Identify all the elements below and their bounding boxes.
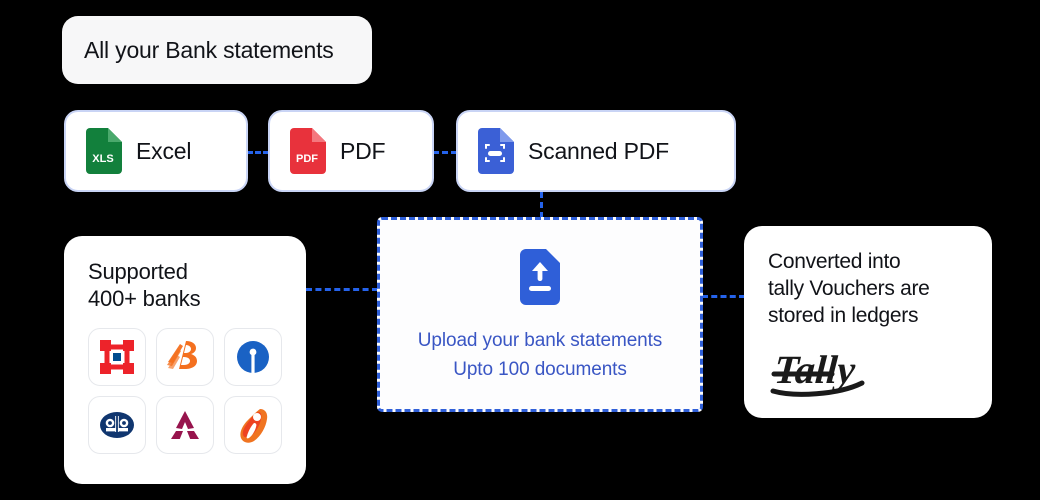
title-pill: All your Bank statements	[62, 16, 372, 84]
state-bank-of-india-logo	[235, 339, 271, 375]
kotak-mahindra-bank-logo	[98, 410, 136, 440]
bank-logo-tile[interactable]	[156, 396, 214, 454]
file-type-label-scanned-pdf: Scanned PDF	[528, 137, 669, 164]
file-type-label-pdf: PDF	[340, 137, 386, 164]
output-heading-line2: tally Vouchers are	[768, 277, 930, 300]
pdf-file-icon: PDF	[288, 128, 326, 174]
upload-dropzone[interactable]: Upload your bank statements Upto 100 doc…	[377, 217, 703, 412]
svg-text:Tally: Tally	[773, 347, 857, 392]
supported-banks-panel: Supported 400+ banks	[64, 236, 306, 484]
dropzone-primary-text: Upload your bank statements	[417, 329, 663, 351]
connector-pdf-to-scan	[433, 151, 457, 154]
hdfc-bank-logo	[99, 339, 135, 375]
supported-banks-heading: Supported 400+ banks	[88, 258, 286, 312]
file-type-card-scanned-pdf[interactable]: Scanned PDF	[456, 110, 736, 192]
file-type-card-pdf[interactable]: PDF PDF	[268, 110, 434, 192]
supported-banks-heading-line2: 400+ banks	[88, 286, 201, 311]
axis-bank-logo	[167, 409, 203, 441]
connector-dropzone-to-output	[702, 295, 745, 298]
svg-text:PDF: PDF	[296, 153, 318, 165]
connector-scan-to-dropzone	[540, 192, 543, 218]
upload-document-icon	[517, 248, 563, 310]
output-heading-line3: stored in ledgers	[768, 304, 919, 327]
dropzone-secondary-text: Upto 100 documents	[453, 358, 627, 380]
bank-logo-tile[interactable]	[224, 328, 282, 386]
xls-file-icon: XLS	[84, 128, 122, 174]
output-heading-line1: Converted into	[768, 250, 901, 273]
icici-bank-logo	[236, 407, 270, 443]
bank-of-baroda-logo	[166, 340, 204, 374]
svg-text:XLS: XLS	[92, 153, 113, 165]
supported-banks-heading-line1: Supported	[88, 259, 188, 284]
tally-logo: Tally	[770, 347, 972, 397]
page-title: All your Bank statements	[84, 36, 334, 63]
output-panel-heading: Converted into tally Vouchers are stored…	[768, 248, 972, 329]
connector-excel-to-pdf	[247, 151, 269, 154]
file-type-label-excel: Excel	[136, 137, 192, 164]
bank-logo-tile[interactable]	[224, 396, 282, 454]
bank-logo-tile[interactable]	[88, 328, 146, 386]
bank-logo-tile[interactable]	[156, 328, 214, 386]
bank-logo-tile[interactable]	[88, 396, 146, 454]
connector-banks-to-dropzone	[306, 288, 378, 291]
scanned-pdf-file-icon	[476, 128, 514, 174]
file-type-card-excel[interactable]: XLS Excel	[64, 110, 248, 192]
output-panel: Converted into tally Vouchers are stored…	[744, 226, 992, 418]
bank-logo-grid	[88, 328, 286, 454]
